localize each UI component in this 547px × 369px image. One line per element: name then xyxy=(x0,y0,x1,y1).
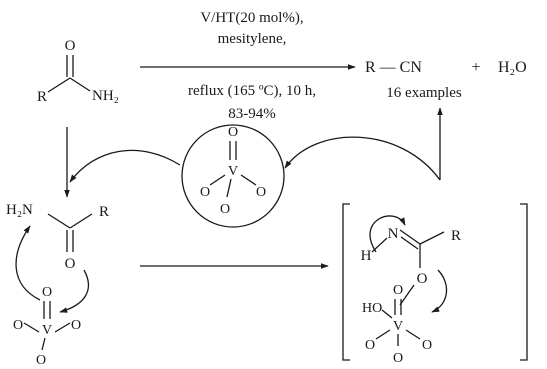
int-v-o-top: O xyxy=(393,283,403,298)
product-plus: + xyxy=(471,59,480,76)
int-n: N xyxy=(388,226,399,242)
arrow-release-catalyst xyxy=(284,136,441,181)
cat-v: V xyxy=(228,164,238,179)
product-examples: 16 examples xyxy=(386,85,462,101)
product-nitrile: R — CN xyxy=(365,59,422,76)
cat-o-right: O xyxy=(256,185,266,200)
int-o-imidate: O xyxy=(417,271,428,287)
condition-solvent: mesitylene, xyxy=(218,31,287,47)
condition-catalyst: V/HT(20 mol%), xyxy=(200,10,303,26)
complex-v-bond-left xyxy=(23,322,40,333)
int-v-bond-right xyxy=(405,329,421,340)
bond-cn xyxy=(69,77,91,92)
imidate-vanadate-intermediate: H N R O HO O V O O O xyxy=(342,203,528,366)
complex-v-o-left: O xyxy=(13,318,23,333)
electron-arrow-right xyxy=(59,269,89,313)
atom-nh2: NH₂ xyxy=(92,88,119,104)
product-water: H₂O xyxy=(498,59,527,76)
complex-o-carbonyl: O xyxy=(65,256,76,272)
complex-v-o-right: O xyxy=(71,318,81,333)
catalyst-circle xyxy=(181,124,285,228)
int-v-o-bottom: O xyxy=(393,351,403,366)
complex-bond-cr xyxy=(69,213,93,229)
complex-r: R xyxy=(99,204,109,220)
cat-o-top: O xyxy=(228,125,238,140)
cat-bond-right xyxy=(240,174,257,186)
atom-o: O xyxy=(65,38,76,54)
int-bond-nc-b xyxy=(400,236,419,250)
complex-v: V xyxy=(42,323,52,338)
complex-v-o-bottom: O xyxy=(36,353,46,368)
condition-temp-time: reflux (165 ºC), 10 h, xyxy=(188,83,316,99)
int-h: H xyxy=(361,248,372,264)
int-r: R xyxy=(451,228,461,244)
vanadate-catalyst: O V O O O xyxy=(181,124,285,228)
atom-r: R xyxy=(37,89,47,105)
complex-h2n: H₂N xyxy=(6,202,33,218)
int-bond-cr xyxy=(419,231,445,245)
cat-o-left: O xyxy=(200,185,210,200)
bracket-right xyxy=(520,203,528,361)
arrow-catalyst-to-amide xyxy=(69,149,181,183)
int-bond-nc-a xyxy=(399,229,421,245)
bond-cr xyxy=(47,77,71,93)
electron-arrow-left xyxy=(15,225,41,301)
int-v-o-right: O xyxy=(422,338,432,353)
electron-arrow-ov xyxy=(431,269,448,313)
complex-v-o-top: O xyxy=(42,285,52,300)
complex-bond-nc xyxy=(47,213,71,229)
condition-yield: 83-94% xyxy=(228,106,276,122)
int-v-bond-ho xyxy=(381,309,393,319)
electron-arrow-hn xyxy=(369,215,406,253)
int-v-ho: HO xyxy=(362,301,382,316)
int-v: V xyxy=(393,319,403,334)
amide-reactant: O R NH₂ xyxy=(37,38,119,105)
cat-bond-left xyxy=(209,174,226,186)
int-bond-ov xyxy=(399,284,415,306)
cat-o-bottom: O xyxy=(220,202,230,217)
cat-bond-bottom xyxy=(226,178,232,198)
complex-v-bond-bottom xyxy=(41,337,46,351)
complex-v-bond-right xyxy=(54,322,71,333)
int-v-o-left: O xyxy=(365,338,375,353)
amide-vanadate-complex: H₂N R O O V O O O xyxy=(6,202,109,368)
bracket-left xyxy=(342,203,350,361)
int-v-bond-left xyxy=(375,329,391,340)
